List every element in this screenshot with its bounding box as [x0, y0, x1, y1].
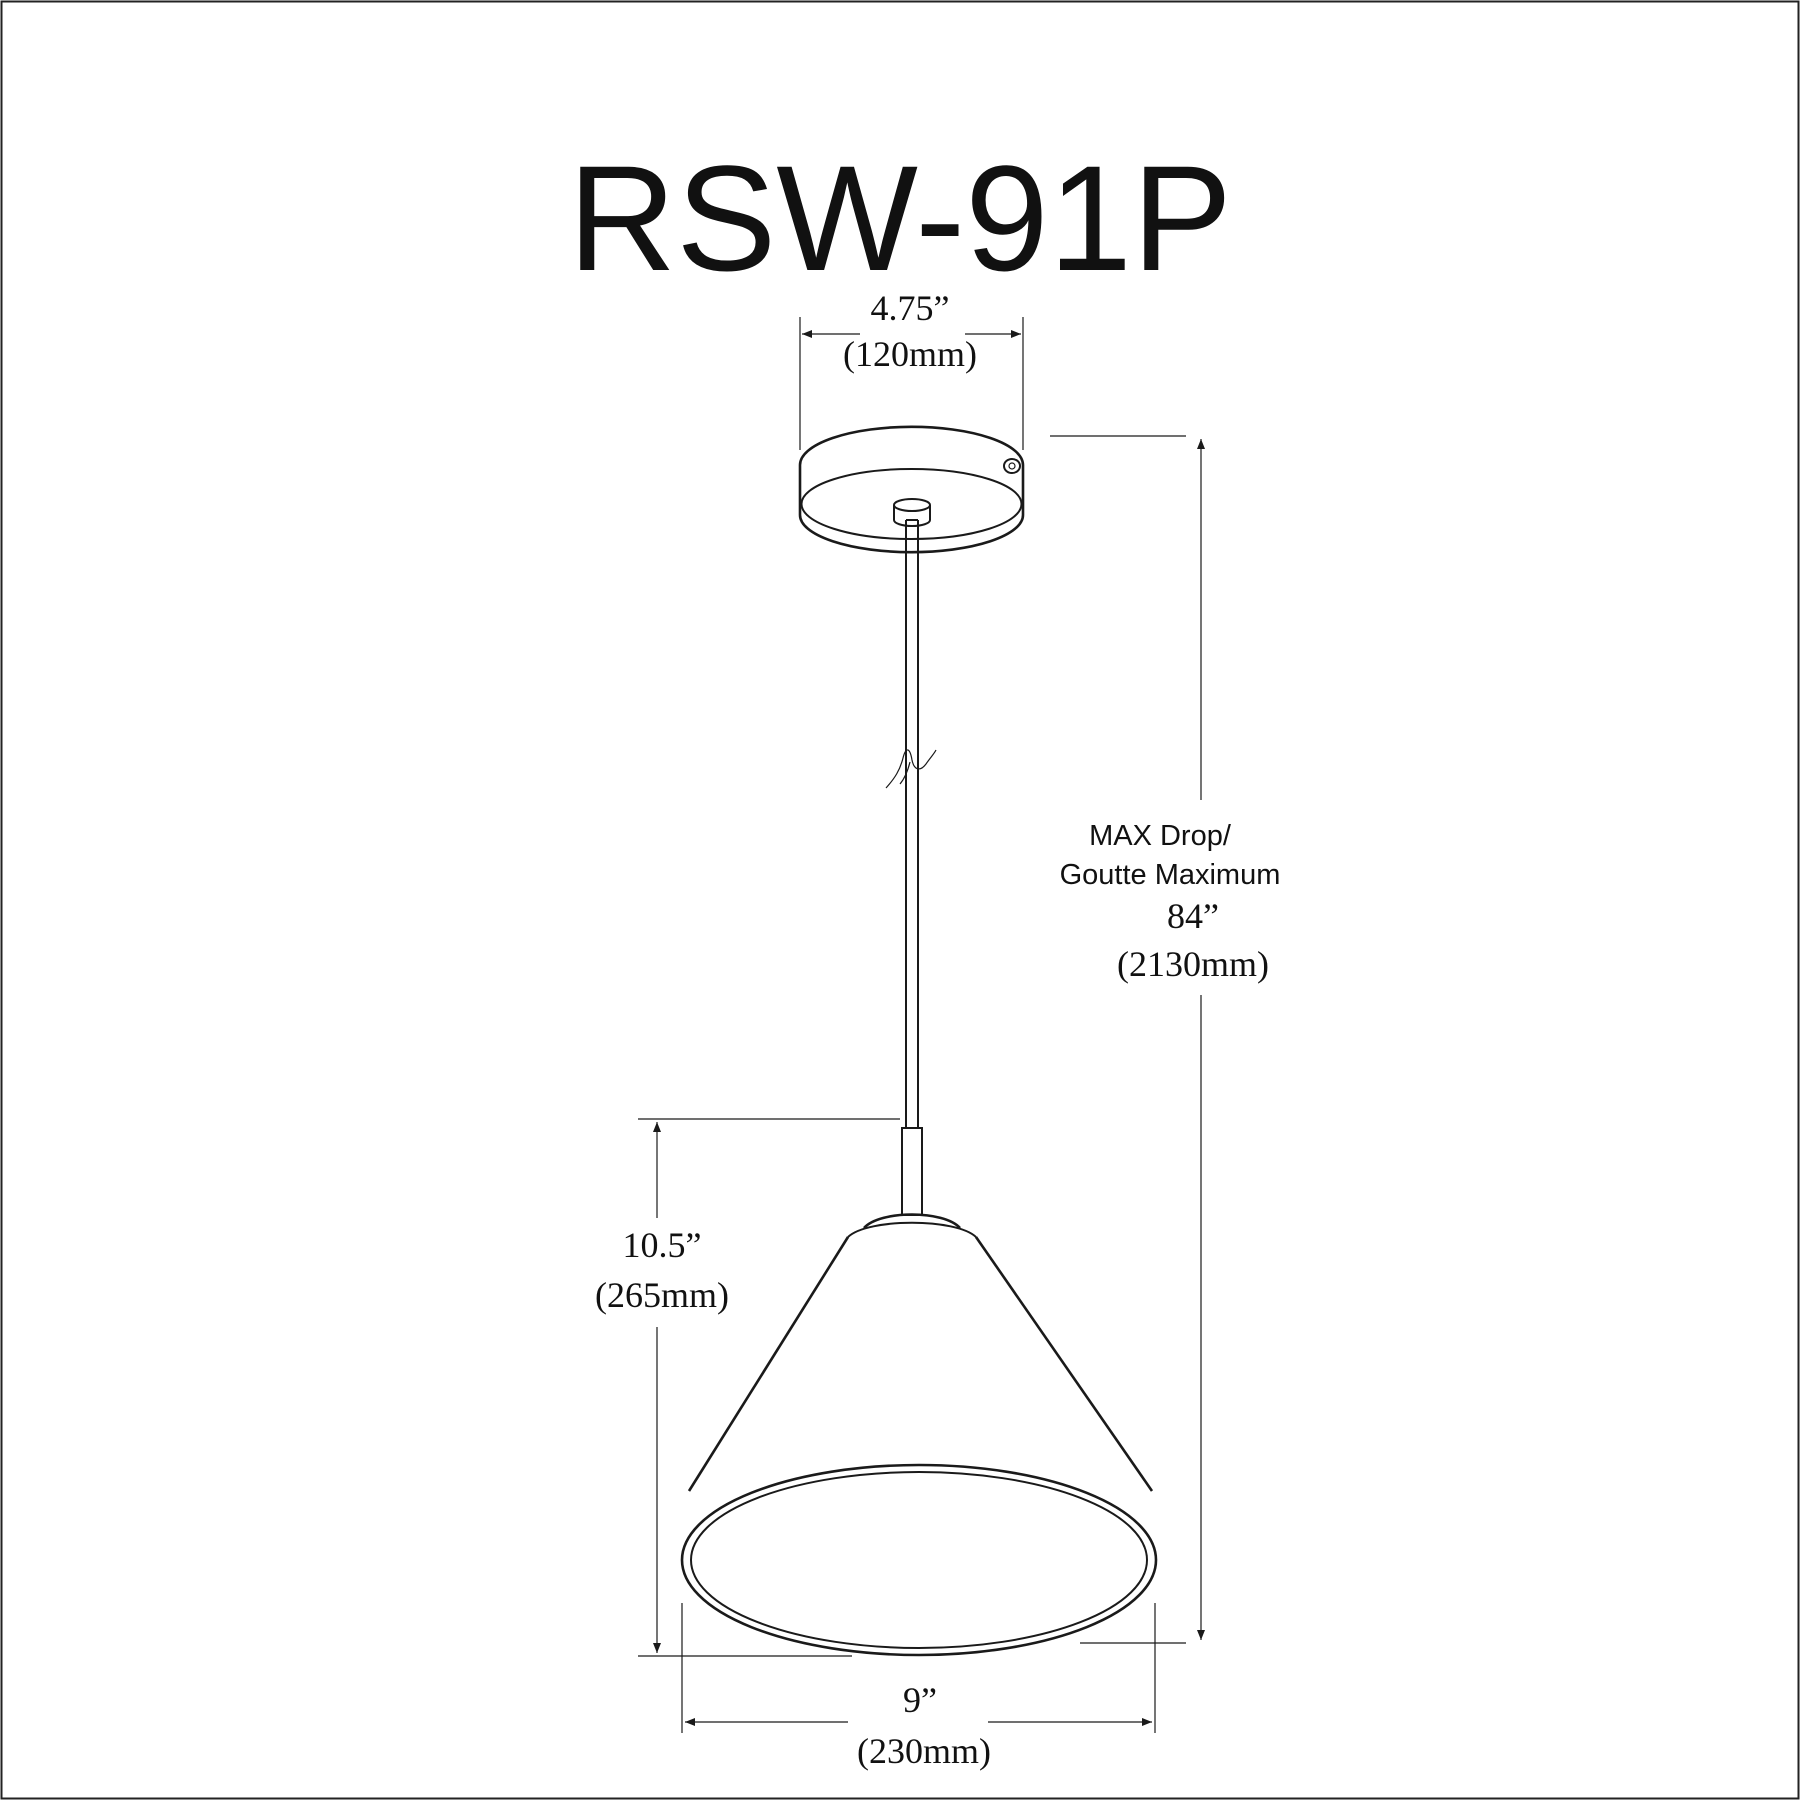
- shade-height-imperial: 10.5”: [623, 1225, 702, 1265]
- canopy: [798, 425, 1025, 554]
- cone-shade: [680, 1213, 1158, 1657]
- max-drop-imperial: 84”: [1167, 896, 1219, 936]
- max-drop-label-line2: Goutte Maximum: [1060, 859, 1281, 891]
- shade-width-metric: (230mm): [857, 1731, 991, 1771]
- shade-height-metric: (265mm): [595, 1275, 729, 1315]
- shade-width-imperial: 9”: [903, 1680, 937, 1720]
- model-title: RSW-91P: [568, 134, 1232, 302]
- shade-height-dimension: 10.5” (265mm): [595, 1118, 900, 1657]
- canopy-width-dimension: 4.75” (120mm): [799, 288, 1024, 450]
- suspension-rod: [885, 519, 937, 1216]
- shade-width-dimension: 9” (230mm): [681, 1603, 1156, 1771]
- max-drop-metric: (2130mm): [1117, 944, 1269, 984]
- max-drop-label-line1: MAX Drop/: [1089, 820, 1232, 852]
- canopy-width-imperial: 4.75”: [871, 288, 950, 328]
- max-drop-dimension: MAX Drop/ Goutte Maximum 84” (2130mm): [1050, 435, 1281, 1644]
- canopy-width-metric: (120mm): [843, 334, 977, 374]
